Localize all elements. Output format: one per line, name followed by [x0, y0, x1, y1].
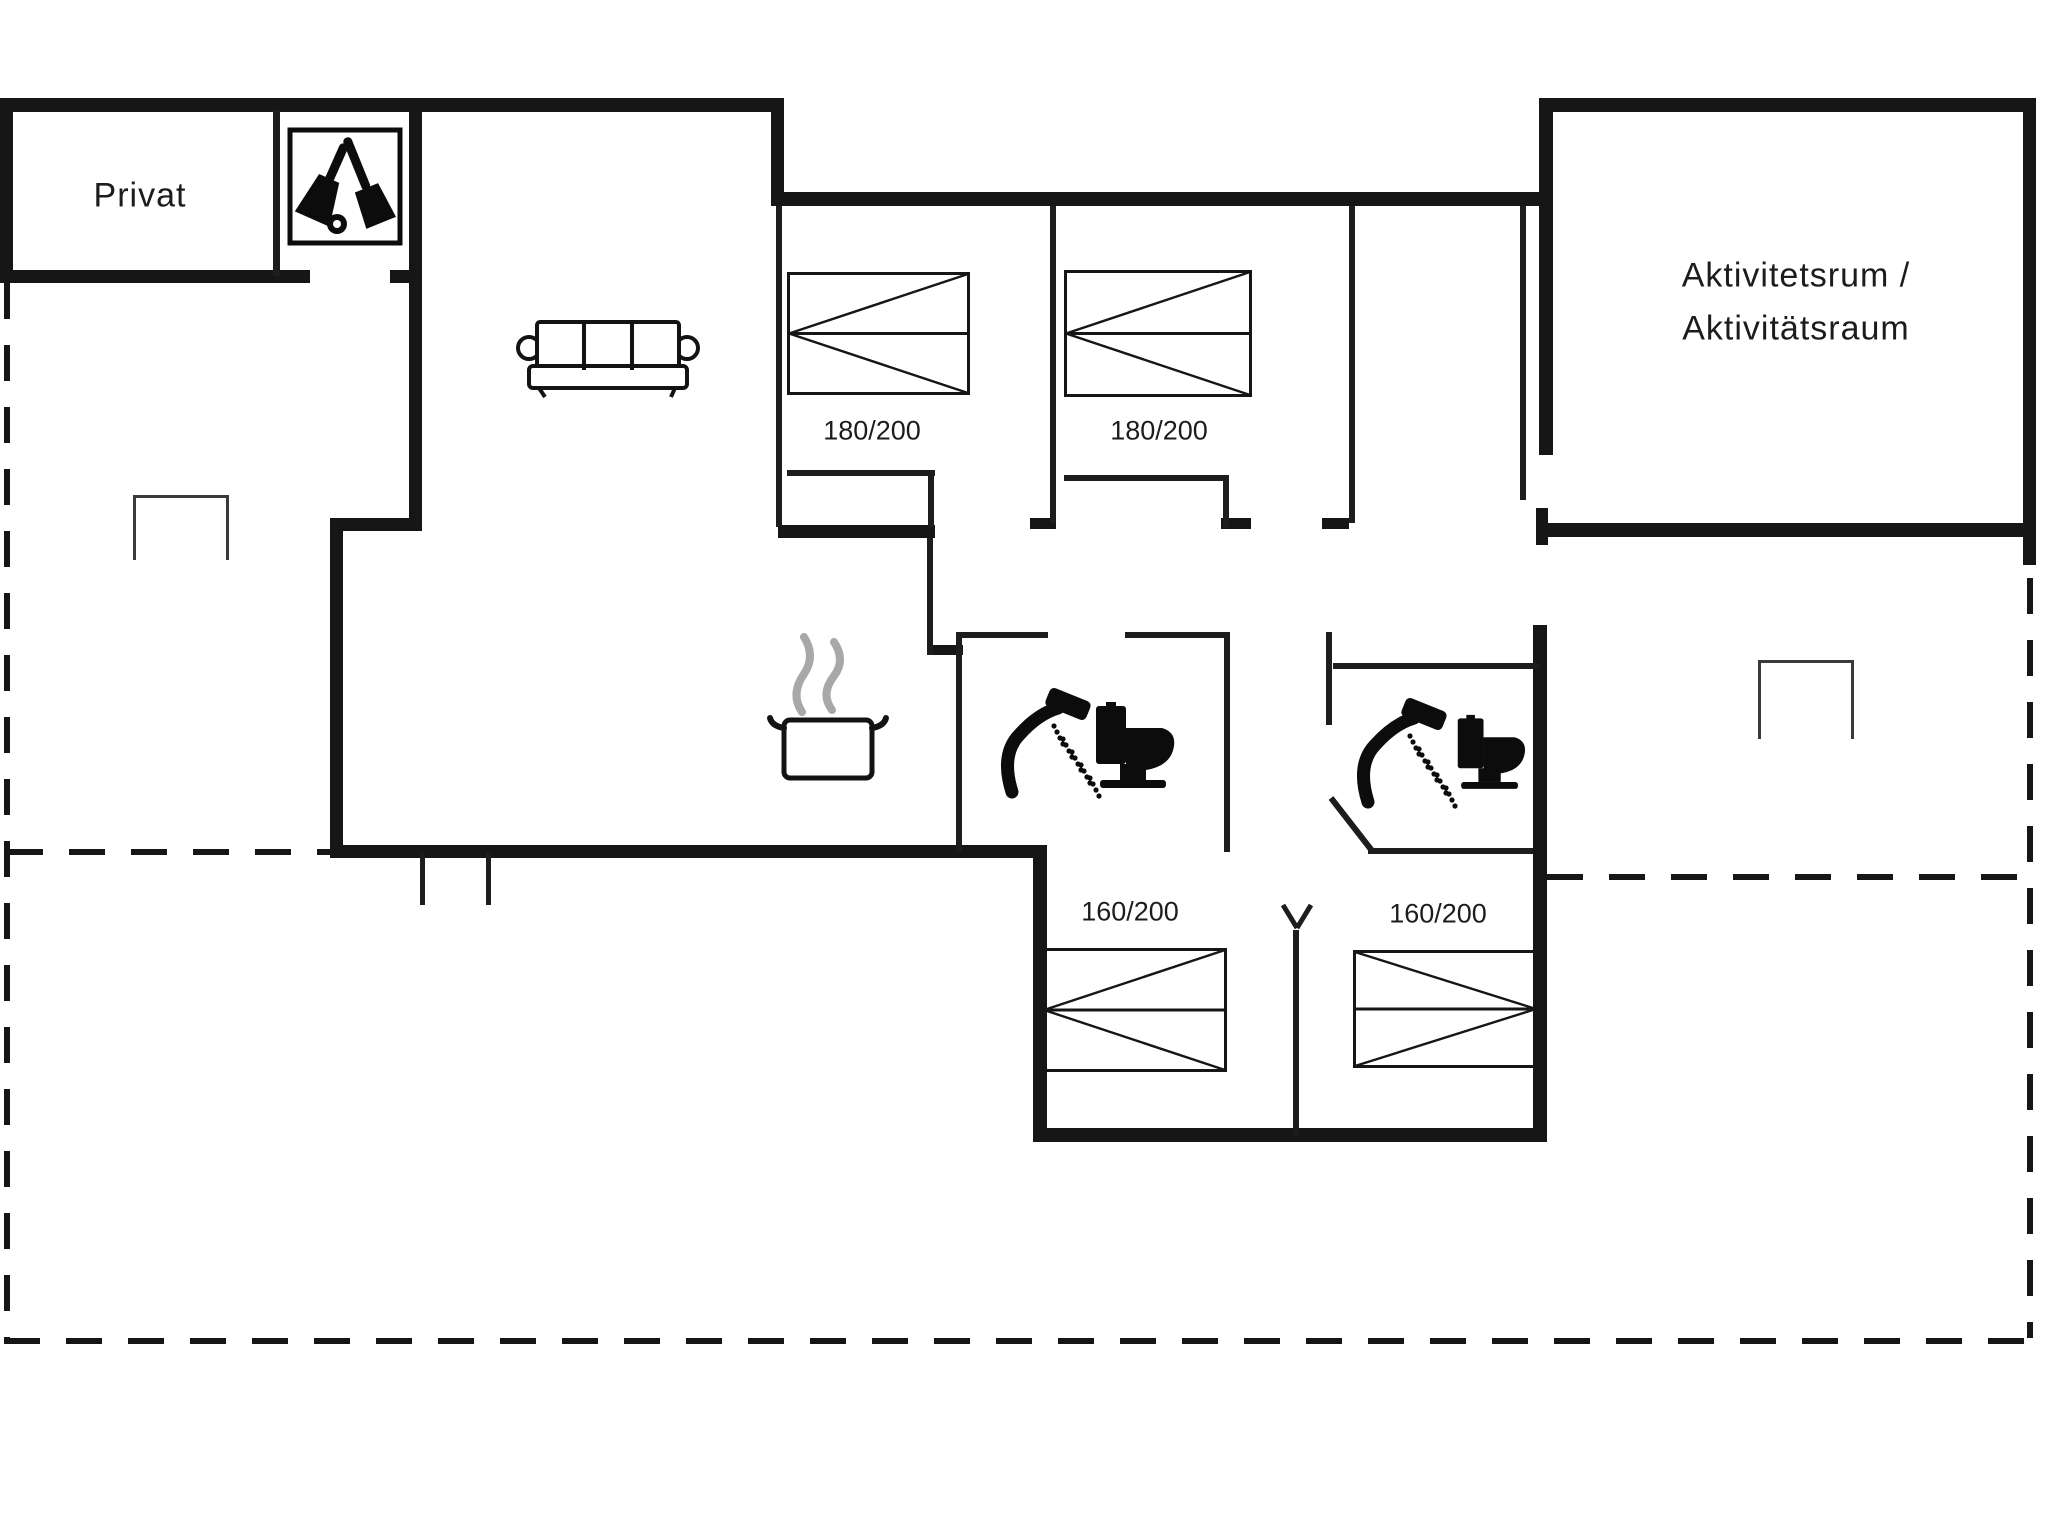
wall [330, 518, 343, 856]
wall-thin [776, 206, 782, 527]
wall-thin [1333, 663, 1540, 669]
wall [1539, 98, 1553, 455]
bed-size-label: 180/200 [823, 415, 921, 446]
shower-icon [1354, 697, 1462, 814]
room-label-activity-line1: Aktivitetsrum / [1681, 256, 1911, 295]
wall [2023, 98, 2036, 565]
terrace-dashed-line [4, 1338, 2036, 1344]
double-bed-icon [1064, 270, 1252, 397]
wall-thin [1223, 481, 1229, 528]
wall-thin [1050, 206, 1056, 523]
wall [0, 270, 310, 283]
cleaning-tools-icon [287, 127, 403, 246]
terrace-dashed-line [7, 849, 333, 855]
sofa-icon [515, 318, 701, 400]
double-bed-icon [787, 272, 970, 395]
bed-size-label: 180/200 [1110, 415, 1208, 446]
wall-thin [1064, 475, 1229, 481]
wall [0, 98, 784, 112]
door-swing-line [1328, 796, 1376, 854]
wall [1033, 1128, 1547, 1142]
wall-thin [1368, 848, 1533, 854]
wall [1536, 508, 1548, 545]
wall-thin [1125, 632, 1230, 638]
wall [1030, 518, 1056, 529]
double-bed-icon [1042, 948, 1227, 1072]
wall-thin [1326, 632, 1332, 725]
wall-thin [1349, 206, 1355, 523]
wall [771, 98, 784, 206]
cooking-pot-icon [767, 632, 889, 784]
wall [778, 525, 935, 538]
divider-arrow-icon [1280, 903, 1300, 930]
wall [0, 98, 13, 283]
wall-thin [956, 632, 1048, 638]
toilet-icon [1452, 708, 1534, 794]
room-label-privat: Privat [93, 176, 187, 215]
wall-thin [927, 538, 933, 655]
wall [1539, 98, 2036, 112]
wall-thin [1224, 632, 1230, 852]
wall-thin [1293, 930, 1299, 1135]
wall-thin [1520, 206, 1526, 500]
bed-size-label: 160/200 [1081, 896, 1179, 927]
wall-thin [273, 110, 280, 276]
wall [933, 645, 963, 655]
terrace-dashed-line [1547, 874, 2030, 880]
wall-thin [956, 632, 962, 852]
wall [1322, 518, 1349, 529]
wall [771, 192, 1553, 206]
divider-arrow-icon [1294, 903, 1314, 930]
wall [409, 98, 422, 531]
terrace-dashed-line [2027, 578, 2033, 1338]
wall [1221, 518, 1251, 529]
shower-icon [998, 687, 1106, 804]
niche-symbol [133, 495, 229, 560]
wall-thin [787, 470, 935, 476]
bed-size-label: 160/200 [1389, 898, 1487, 929]
niche-symbol [1758, 660, 1854, 739]
wall-thin [420, 853, 425, 905]
wall [333, 518, 422, 531]
wall-thin [486, 853, 491, 905]
room-label-activity-line2: Aktivitätsraum [1682, 309, 1910, 348]
toilet-icon [1092, 694, 1182, 794]
wall-thin [928, 476, 934, 527]
terrace-dashed-line [4, 283, 10, 1343]
double-bed-icon [1353, 950, 1538, 1068]
wall [1539, 523, 2036, 537]
wall [330, 845, 1047, 858]
